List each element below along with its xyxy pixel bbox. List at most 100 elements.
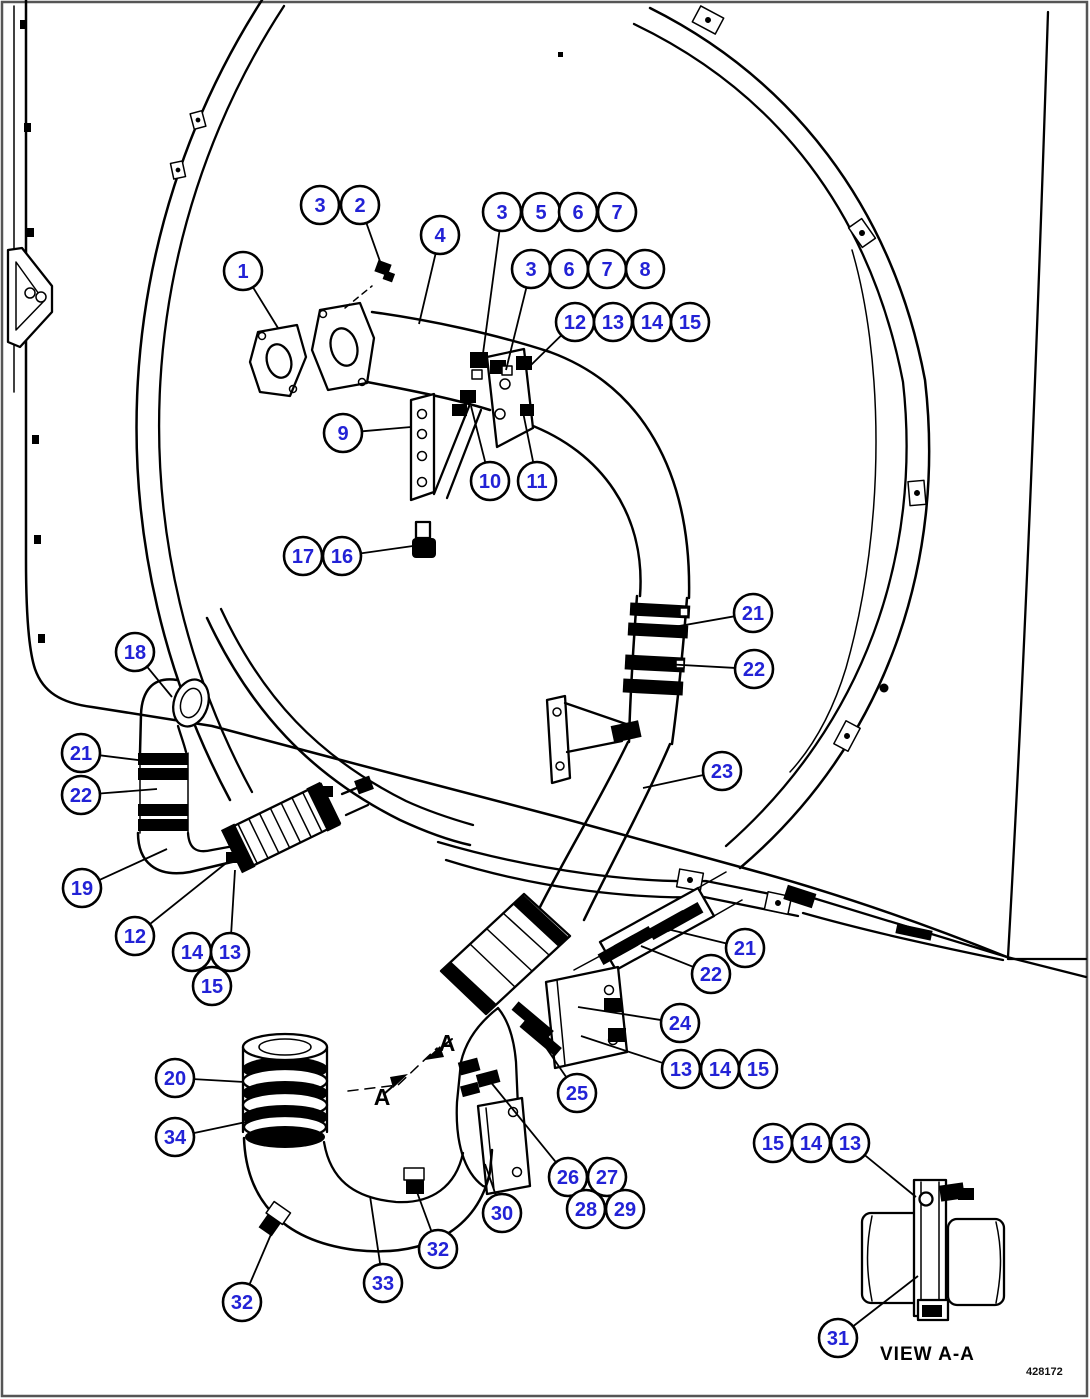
view-label: VIEW A-A [880, 1344, 975, 1365]
callout-leader [369, 1195, 382, 1265]
leader-lines-layer [98, 222, 919, 1328]
callout-number: 8 [639, 259, 650, 281]
callout-balloon [209, 931, 251, 973]
callout-number: 6 [563, 259, 574, 281]
callout-balloon [604, 1188, 646, 1230]
callout-leader [193, 1121, 247, 1134]
callout-number: 7 [601, 259, 612, 281]
callout-leader [252, 286, 279, 329]
callout-leader [365, 222, 383, 268]
callout-number: 13 [219, 942, 241, 964]
callout-number: 34 [164, 1127, 187, 1149]
callout-balloon [322, 412, 364, 454]
callout-number: 15 [747, 1059, 769, 1081]
callout-number: 33 [372, 1273, 394, 1295]
callout-number: 20 [164, 1068, 186, 1090]
callout-number: 4 [434, 225, 446, 247]
callout-number: 28 [575, 1199, 597, 1221]
callout-number: 21 [70, 743, 92, 765]
callout-number: 16 [331, 546, 353, 568]
callout-balloon [516, 460, 558, 502]
section-letters-layer: AA [374, 1030, 456, 1110]
callout-number: 26 [557, 1167, 579, 1189]
bellows-hose-left [220, 775, 374, 874]
callout-leader [667, 615, 735, 629]
callout-balloon [60, 774, 102, 816]
callout-balloon [299, 184, 341, 226]
callout-balloon [724, 927, 766, 969]
callout-number: 13 [602, 312, 624, 334]
hose-lower-right [573, 871, 743, 972]
callout-number: 13 [839, 1133, 861, 1155]
callout-number: 11 [526, 471, 547, 493]
intake-elbow-33 [242, 1136, 494, 1253]
callout-leader [544, 1045, 568, 1078]
callout-leader [666, 928, 727, 945]
callout-number: 21 [742, 603, 764, 625]
fan-shroud-ring [205, 607, 475, 847]
callout-number: 19 [71, 878, 93, 900]
callout-number: 3 [496, 202, 507, 224]
callout-number: 3 [525, 259, 536, 281]
callout-balloon [114, 631, 156, 673]
callout-leader [663, 663, 736, 669]
callout-leader [360, 545, 414, 555]
machine-body-panel [6, 0, 1009, 959]
callout-balloon [659, 1002, 701, 1044]
callout-number: 22 [700, 964, 722, 986]
hump-hose-upper [622, 594, 691, 746]
callout-number: 31 [827, 1328, 849, 1350]
callout-leader [488, 1079, 557, 1163]
callout-leader [580, 1035, 664, 1064]
air-intake-bellows [241, 1032, 329, 1148]
callout-balloon [221, 1281, 263, 1323]
callout-balloon [154, 1057, 196, 1099]
callout-balloon [339, 184, 381, 226]
exhaust-flanges [248, 259, 396, 398]
callout-balloon [60, 732, 102, 774]
callout-number: 30 [491, 1203, 513, 1225]
callout-leader [230, 869, 236, 934]
callout-balloon [701, 750, 743, 792]
callout-balloon [154, 1116, 196, 1158]
flange-bolt [374, 259, 396, 283]
callout-number: 14 [641, 312, 664, 334]
callout-balloon [732, 592, 774, 634]
callout-number: 32 [231, 1292, 253, 1314]
callout-leader [640, 945, 694, 968]
machine-body-right-edge [1005, 10, 1088, 979]
callout-balloon [624, 248, 666, 290]
callout-number: 29 [614, 1199, 636, 1221]
callout-number: 12 [564, 312, 586, 334]
callout-balloon [419, 214, 461, 256]
exhaust-pipe-lower [538, 740, 672, 922]
callout-balloon [222, 250, 264, 292]
callout-balloon [556, 1072, 598, 1114]
callout-leader [248, 1231, 273, 1285]
section-cut-marker [347, 1038, 453, 1095]
callout-leader [484, 1163, 497, 1196]
callout-number: 10 [479, 471, 501, 493]
cowl-arc-right [632, 5, 931, 870]
callout-balloon [829, 1122, 871, 1164]
callout-number: 14 [709, 1059, 732, 1081]
callout-leader [99, 788, 158, 795]
callout-leader [852, 1275, 919, 1328]
callout-number: 23 [711, 761, 733, 783]
callout-balloon [586, 1156, 628, 1198]
callout-number: 9 [337, 423, 348, 445]
callout-number: 27 [596, 1167, 618, 1189]
callout-number: 15 [679, 312, 701, 334]
left-elbow-assembly [136, 678, 238, 875]
callout-leader [99, 754, 147, 762]
callout-number: 22 [70, 785, 92, 807]
pipe-support-bracket [545, 694, 642, 785]
callout-number: 6 [572, 202, 583, 224]
callout-balloon [469, 460, 511, 502]
callout-leader [577, 1006, 662, 1021]
callout-balloon [417, 1228, 459, 1270]
